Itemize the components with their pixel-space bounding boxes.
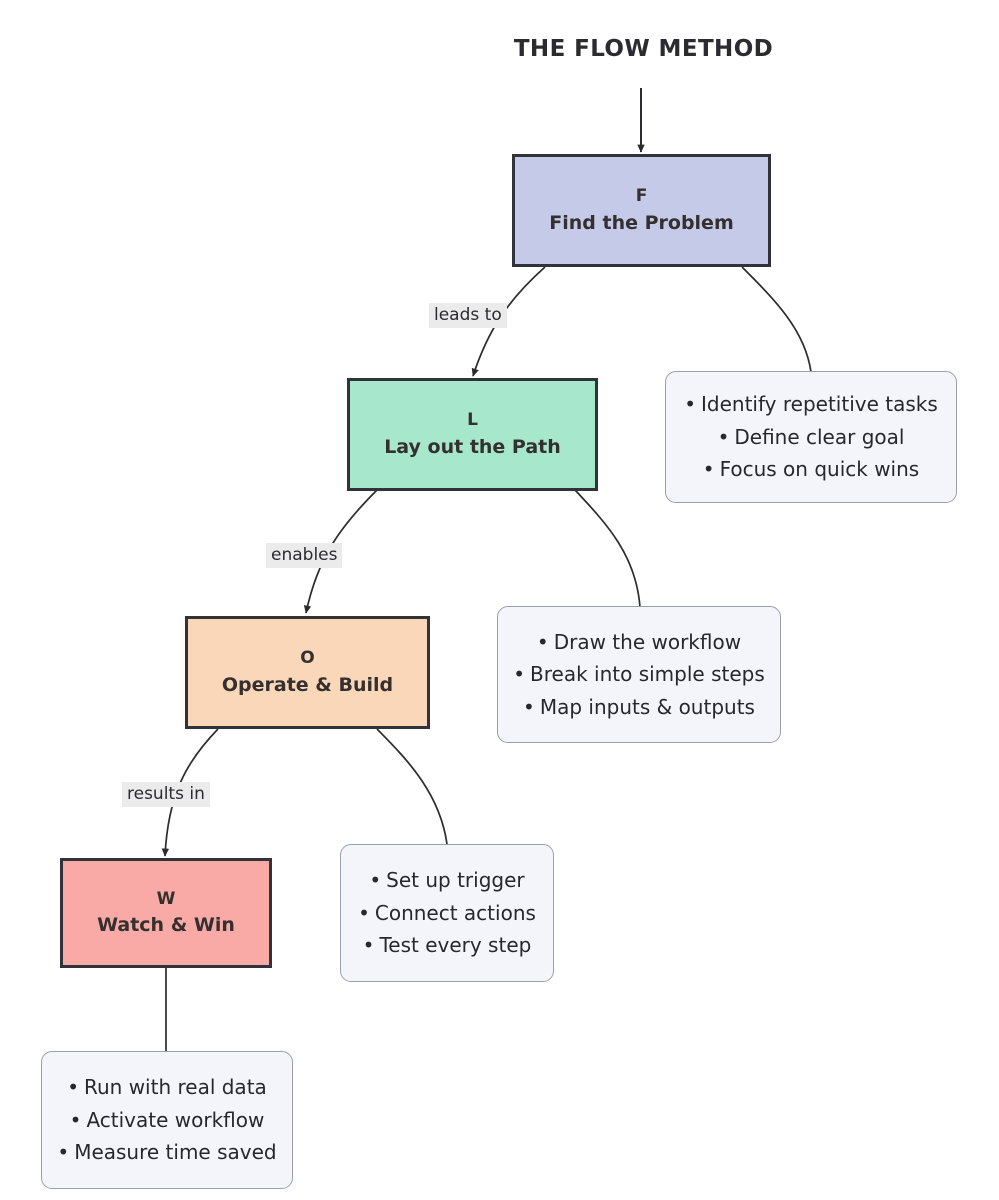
bullet-icon: • — [536, 629, 549, 654]
node-find-letter: F — [635, 186, 648, 207]
list-item-text: Test every step — [379, 933, 532, 958]
node-watch-label: Watch & Win — [97, 914, 235, 937]
list-item: •Break into simple steps — [513, 658, 765, 690]
list-item: •Measure time saved — [57, 1136, 276, 1168]
list-item-text: Map inputs & outputs — [539, 694, 755, 719]
bullet-icon: • — [684, 392, 697, 417]
edge-lay-to-details — [574, 489, 641, 608]
node-lay-letter: L — [467, 410, 478, 431]
list-item-text: Measure time saved — [74, 1140, 277, 1165]
list-item: •Activate workflow — [70, 1104, 265, 1136]
list-item: •Run with real data — [67, 1071, 267, 1103]
list-item-text: Define clear goal — [734, 424, 905, 449]
list-item-text: Identify repetitive tasks — [701, 392, 938, 417]
list-item: •Set up trigger — [369, 864, 524, 896]
edge-label-results-in: results in — [122, 782, 210, 807]
node-lay-label: Lay out the Path — [384, 435, 561, 458]
bullet-icon: • — [67, 1075, 79, 1100]
list-item-text: Run with real data — [83, 1075, 267, 1100]
list-item-text: Draw the workflow — [553, 629, 742, 654]
page-title: THE FLOW METHOD — [513, 36, 774, 62]
node-operate-label: Operate & Build — [221, 673, 394, 696]
node-operate-letter: O — [300, 648, 315, 669]
bullet-icon: • — [523, 694, 535, 719]
detail-box-operate: •Set up trigger •Connect actions •Test e… — [340, 844, 554, 982]
list-item: •Define clear goal — [718, 421, 905, 453]
list-item-text: Connect actions — [374, 900, 536, 925]
edge-label-enables: enables — [266, 543, 343, 568]
node-lay[interactable]: L Lay out the Path — [347, 378, 598, 491]
bullet-icon: • — [57, 1140, 70, 1165]
list-item: •Draw the workflow — [537, 626, 741, 658]
bullet-icon: • — [513, 662, 526, 687]
list-item-text: Focus on quick wins — [719, 457, 920, 482]
edge-operate-to-details — [376, 728, 448, 845]
edge-find-to-details — [741, 266, 812, 373]
bullet-icon: • — [362, 933, 375, 958]
edge-label-leads-to: leads to — [429, 303, 507, 328]
bullet-icon: • — [369, 868, 382, 893]
list-item-text: Activate workflow — [86, 1107, 265, 1132]
bullet-icon: • — [702, 457, 715, 482]
node-find[interactable]: F Find the Problem — [512, 154, 771, 267]
list-item: •Identify repetitive tasks — [684, 388, 938, 420]
list-item: •Test every step — [363, 929, 532, 961]
node-operate[interactable]: O Operate & Build — [185, 616, 430, 729]
detail-box-watch: •Run with real data •Activate workflow •… — [41, 1051, 293, 1189]
detail-box-find: •Identify repetitive tasks •Define clear… — [665, 371, 957, 503]
node-find-label: Find the Problem — [549, 211, 734, 234]
list-item: •Focus on quick wins — [703, 453, 919, 485]
bullet-icon: • — [717, 424, 730, 449]
node-watch[interactable]: W Watch & Win — [60, 858, 272, 968]
list-item: •Connect actions — [358, 897, 536, 929]
bullet-icon: • — [358, 900, 370, 925]
bullet-icon: • — [69, 1107, 82, 1132]
list-item-text: Break into simple steps — [530, 662, 765, 687]
node-watch-letter: W — [156, 888, 176, 909]
list-item-text: Set up trigger — [386, 868, 525, 893]
detail-box-lay: •Draw the workflow •Break into simple st… — [497, 606, 781, 743]
list-item: •Map inputs & outputs — [523, 691, 755, 723]
